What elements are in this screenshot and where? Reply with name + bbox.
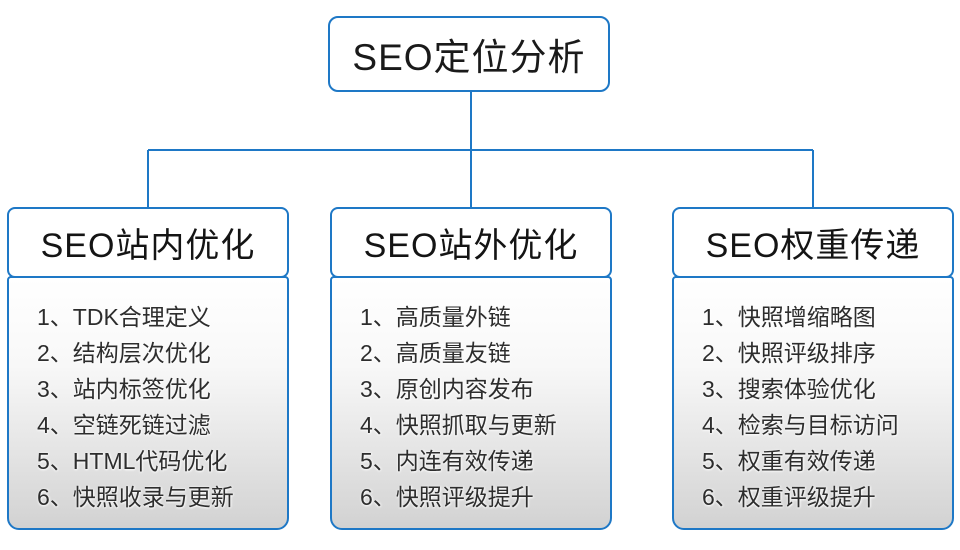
list-item: 2、高质量友链 bbox=[360, 340, 511, 366]
column-onsite-header: SEO站内优化 bbox=[7, 207, 289, 278]
list-item: 4、空链死链过滤 bbox=[37, 412, 211, 438]
list-item: 5、HTML代码优化 bbox=[37, 448, 228, 474]
list-item: 5、内连有效传递 bbox=[360, 448, 534, 474]
list-item: 2、结构层次优化 bbox=[37, 340, 211, 366]
column-weight-header: SEO权重传递 bbox=[672, 207, 954, 278]
column-weight-list: 1、快照增缩略图 2、快照评级排序 3、搜索体验优化 4、检索与目标访问 5、权… bbox=[672, 276, 954, 530]
root-title: SEO定位分析 bbox=[352, 37, 586, 78]
list-item: 4、快照抓取与更新 bbox=[360, 412, 557, 438]
column-offsite-header: SEO站外优化 bbox=[330, 207, 612, 278]
column-onsite-list: 1、TDK合理定义 2、结构层次优化 3、站内标签优化 4、空链死链过滤 5、H… bbox=[7, 276, 289, 530]
list-item: 3、站内标签优化 bbox=[37, 376, 211, 402]
list-item: 5、权重有效传递 bbox=[702, 448, 876, 474]
column-title: SEO权重传递 bbox=[705, 227, 921, 265]
list-item: 6、快照收录与更新 bbox=[37, 484, 234, 510]
list-item: 4、检索与目标访问 bbox=[702, 412, 899, 438]
list-item: 1、TDK合理定义 bbox=[37, 304, 211, 330]
column-onsite-optimization: SEO站内优化 1、TDK合理定义 2、结构层次优化 3、站内标签优化 4、空链… bbox=[7, 207, 289, 530]
list-item: 3、原创内容发布 bbox=[360, 376, 534, 402]
list-item: 6、权重评级提升 bbox=[702, 484, 876, 510]
column-title: SEO站内优化 bbox=[40, 227, 256, 265]
list-item: 1、高质量外链 bbox=[360, 304, 511, 330]
list-item: 1、快照增缩略图 bbox=[702, 304, 876, 330]
column-weight-transfer: SEO权重传递 1、快照增缩略图 2、快照评级排序 3、搜索体验优化 4、检索与… bbox=[672, 207, 954, 530]
list-item: 6、快照评级提升 bbox=[360, 484, 534, 510]
list-item: 2、快照评级排序 bbox=[702, 340, 876, 366]
column-offsite-list: 1、高质量外链 2、高质量友链 3、原创内容发布 4、快照抓取与更新 5、内连有… bbox=[330, 276, 612, 530]
column-title: SEO站外优化 bbox=[363, 227, 579, 265]
column-offsite-optimization: SEO站外优化 1、高质量外链 2、高质量友链 3、原创内容发布 4、快照抓取与… bbox=[330, 207, 612, 530]
list-item: 3、搜索体验优化 bbox=[702, 376, 876, 402]
root-node: SEO定位分析 bbox=[328, 16, 610, 92]
